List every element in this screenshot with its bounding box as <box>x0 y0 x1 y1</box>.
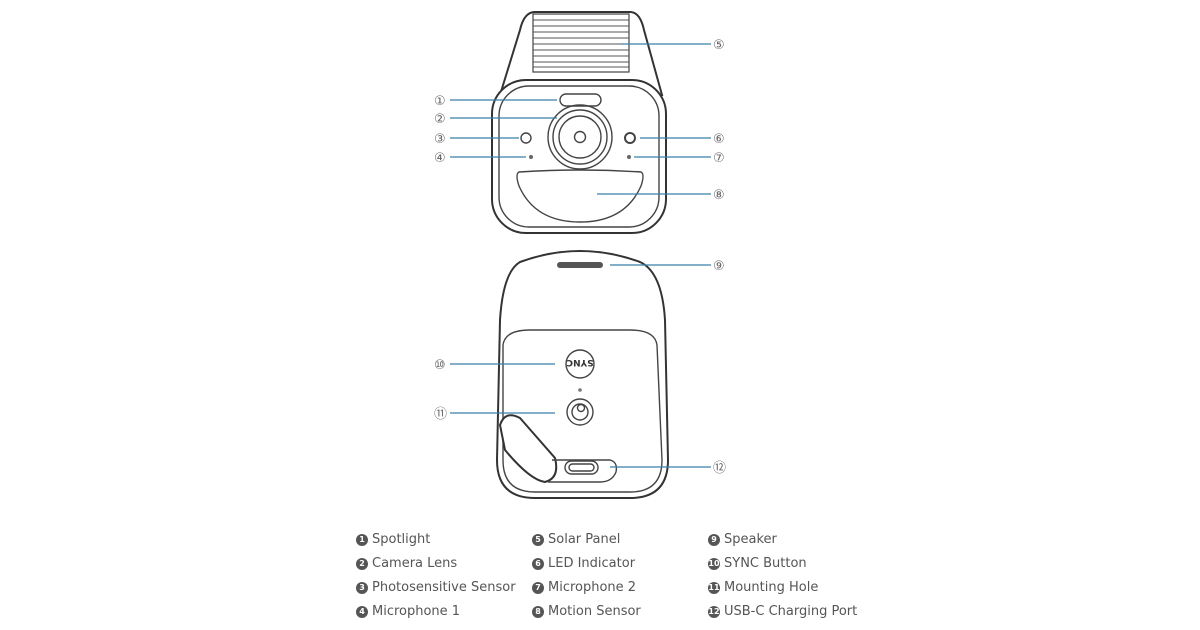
legend-item: 4 Microphone 1 <box>356 604 460 619</box>
callout-5: ⑤ <box>713 38 725 53</box>
led-indicator <box>624 132 636 144</box>
callout-9: ⑨ <box>713 259 725 274</box>
legend-number: 7 <box>532 581 544 594</box>
legend-item: 12 USB-C Charging Port <box>708 604 857 619</box>
legend-label: LED Indicator <box>548 556 636 571</box>
legend-item: 7 Microphone 2 <box>532 580 636 595</box>
legend-item: 2 Camera Lens <box>356 556 457 571</box>
legend-number: 6 <box>532 557 544 570</box>
callout-2: ② <box>434 112 446 127</box>
legend-number: 3 <box>356 581 368 594</box>
legend-number: 2 <box>356 557 368 570</box>
legend-label: Camera Lens <box>372 556 458 571</box>
solar-panel <box>532 13 630 73</box>
port-flap <box>498 414 558 484</box>
legend-label: USB-C Charging Port <box>724 604 858 619</box>
usb-c-port <box>564 460 599 475</box>
photosensitive-sensor <box>520 132 532 144</box>
sync-button <box>565 349 595 379</box>
legend-number: 8 <box>532 605 544 618</box>
callout-1: ① <box>434 94 446 109</box>
callout-12: ⑫ <box>713 461 726 476</box>
legend-label: Speaker <box>724 532 777 547</box>
camera-lens <box>547 104 613 170</box>
callout-3: ③ <box>434 132 446 147</box>
callout-10: ⑩ <box>434 358 446 373</box>
legend-item: 1 Spotlight <box>356 532 430 547</box>
legend-label: Photosensitive Sensor <box>372 580 516 595</box>
legend-item: 3 Photosensitive Sensor <box>356 580 516 595</box>
microphone-2 <box>627 155 631 159</box>
sync-button-label: SYNC <box>566 357 594 367</box>
legend-number: 1 <box>356 533 368 546</box>
legend-label: Spotlight <box>372 532 431 547</box>
legend-label: Microphone 2 <box>548 580 637 595</box>
legend-item: 10 SYNC Button <box>708 556 807 571</box>
legend-label: Microphone 1 <box>372 604 461 619</box>
legend-label: Motion Sensor <box>548 604 641 619</box>
legend-number: 4 <box>356 605 368 618</box>
callout-8: ⑧ <box>713 188 725 203</box>
callout-7: ⑦ <box>713 151 725 166</box>
legend-item: 9 Speaker <box>708 532 777 547</box>
legend-item: 5 Solar Panel <box>532 532 620 547</box>
legend-number: 12 <box>708 605 720 618</box>
legend-number: 9 <box>708 533 720 546</box>
mounting-hole <box>566 398 594 426</box>
legend-number: 11 <box>708 581 720 594</box>
legend-label: Solar Panel <box>548 532 621 547</box>
microphone-1 <box>529 155 533 159</box>
legend-item: 6 LED Indicator <box>532 556 635 571</box>
front-view <box>491 11 667 234</box>
callout-6: ⑥ <box>713 132 725 147</box>
callout-4: ④ <box>434 151 446 166</box>
legend-item: 11 Mounting Hole <box>708 580 818 595</box>
legend-number: 5 <box>532 533 544 546</box>
legend-number: 10 <box>708 557 720 570</box>
motion-sensor <box>516 169 644 223</box>
legend-label: Mounting Hole <box>724 580 819 595</box>
speaker-grille <box>557 262 603 268</box>
callout-lines <box>450 43 711 468</box>
spotlight <box>559 93 602 107</box>
callout-11: ⑪ <box>434 407 447 422</box>
back-view: SYNC <box>495 250 670 499</box>
callout-numbers: ① ② ③ ④ ⑤ ⑥ ⑦ ⑧ ⑨ ⑩ ⑪ ⑫ <box>434 38 726 476</box>
legend-label: SYNC Button <box>724 556 807 571</box>
legend-item: 8 Motion Sensor <box>532 604 641 619</box>
